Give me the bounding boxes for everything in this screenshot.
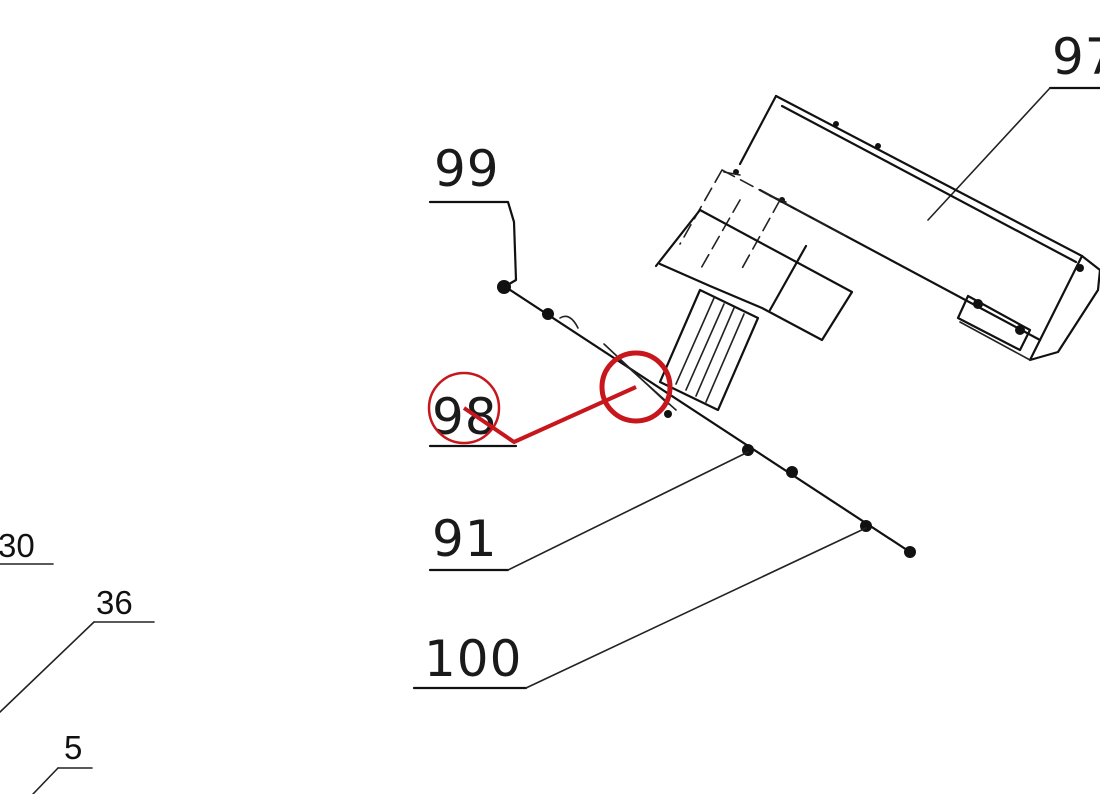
mount-slot-1 (675, 297, 715, 385)
highlight-circle-part (599, 350, 673, 424)
mount-slot-4 (705, 313, 745, 403)
housing-end-cap (1028, 254, 1100, 362)
housing-rivet-2 (875, 143, 881, 149)
housing-rivet-1 (833, 121, 839, 127)
callout-97-label: 97 (1052, 28, 1100, 86)
rail-pin (664, 410, 672, 418)
housing-lower-left-edge (654, 208, 702, 268)
callout-98-label: 98 (432, 388, 498, 446)
callout-99-label: 99 (434, 140, 500, 198)
housing-lower-block (658, 208, 854, 342)
callout-97-leader (927, 87, 1051, 221)
callout-30-label: 30 (0, 527, 35, 564)
callout-99-leader (428, 200, 518, 289)
callout-91-label: 91 (432, 510, 498, 568)
callout-5: 5 (32, 729, 93, 794)
washer-1 (542, 308, 554, 320)
callout-91: 91 (428, 451, 749, 572)
callout-5-leader (32, 767, 59, 794)
housing-bracket (956, 294, 1032, 352)
callout-97: 97 (927, 28, 1100, 221)
callout-30: 30 (0, 527, 54, 565)
fastener-rail (497, 280, 916, 558)
housing-small-screw-2-tail (769, 195, 787, 203)
callout-36: 36 (0, 584, 155, 713)
washer-curve (559, 315, 579, 329)
callout-100-leader (525, 527, 867, 689)
callout-5-label: 5 (64, 729, 82, 766)
mount-slot-2 (685, 303, 725, 391)
highlight-circle-label (427, 371, 501, 445)
housing-bottom-right-edge (959, 321, 1031, 361)
housing-top-inner-line (780, 104, 1078, 264)
mount-bracket (658, 288, 760, 412)
callout-99: 99 (428, 140, 518, 289)
housing-top-plate (758, 94, 1084, 342)
rail-axis-line (502, 284, 912, 554)
highlight-annotation (427, 350, 673, 445)
housing-screw-1 (973, 299, 983, 309)
mount-slot-3 (695, 307, 735, 397)
housing-small-screw-1-tail (723, 171, 741, 176)
callout-36-label: 36 (96, 584, 133, 621)
housing-assembly (654, 94, 1100, 412)
screw-tip (904, 546, 916, 558)
callout-100: 100 (412, 527, 867, 690)
housing-hidden-lines (679, 169, 851, 273)
housing-lower-divider (768, 244, 808, 312)
callout-91-leader (507, 451, 749, 571)
callout-36-leader (0, 621, 95, 713)
housing-left-edge (738, 94, 778, 166)
highlight-connector (462, 385, 637, 444)
washer-2 (786, 466, 798, 478)
housing-screw-2 (1015, 325, 1025, 335)
housing-screw-3 (1076, 264, 1084, 272)
callout-100-label: 100 (424, 630, 522, 688)
